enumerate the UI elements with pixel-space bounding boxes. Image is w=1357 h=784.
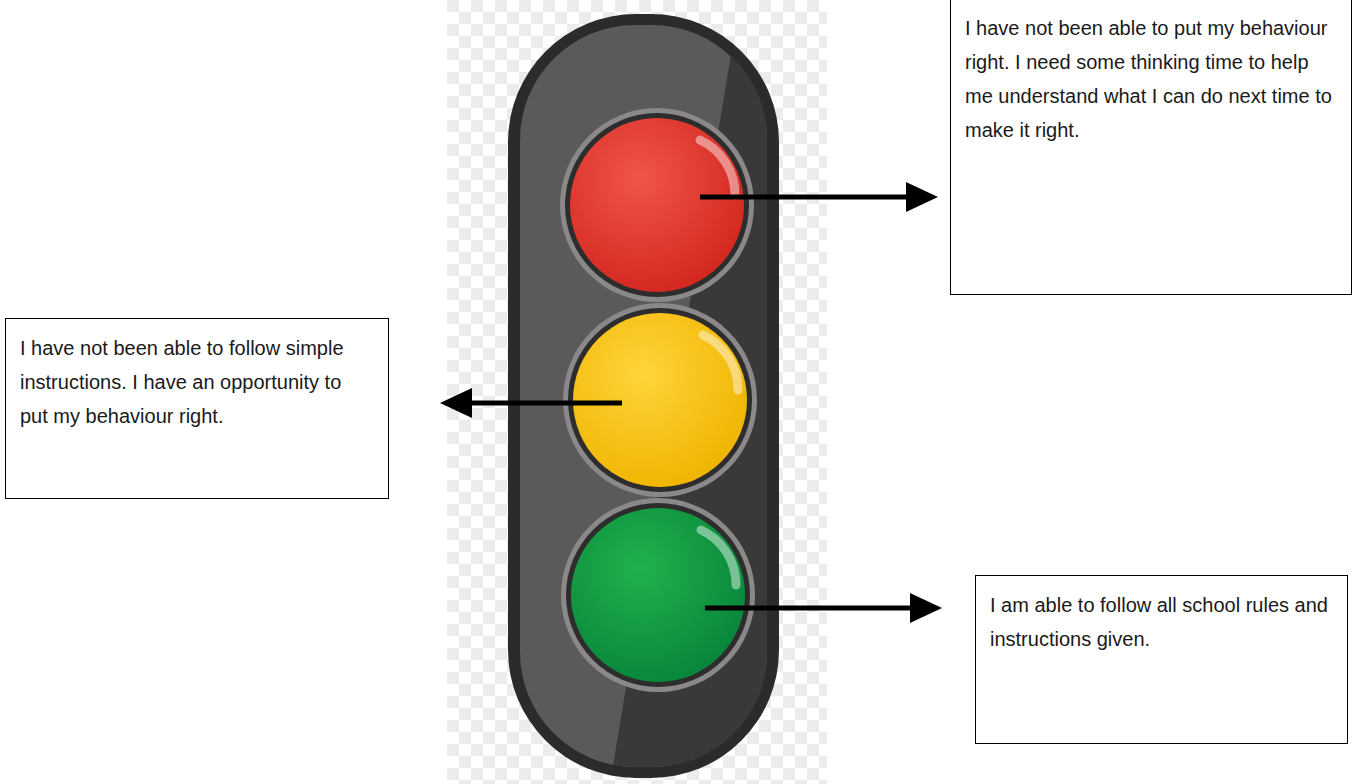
green-lamp — [561, 498, 755, 692]
leader-line — [705, 606, 912, 611]
red-lamp — [560, 108, 754, 302]
transparency-background — [447, 0, 827, 784]
leader-arrows — [440, 182, 942, 623]
amber-lamp — [563, 303, 757, 497]
text-box: I have not been able to put my behaviour… — [950, 0, 1352, 295]
arrow-head — [910, 593, 942, 623]
lamp-socket — [568, 308, 752, 492]
box-text: I am able to follow all school rules and… — [990, 588, 1333, 656]
text-box: I am able to follow all school rules and… — [975, 575, 1348, 744]
lamp-socket — [566, 503, 750, 687]
box-text: I have not been able to put my behaviour… — [965, 11, 1337, 147]
lamp-rim — [560, 108, 754, 302]
lamp-highlight — [700, 140, 735, 195]
arrow-head — [906, 182, 938, 212]
lamp-socket — [565, 113, 749, 297]
lamp-highlight — [703, 335, 738, 390]
arrow-head — [440, 388, 472, 418]
leader-line — [700, 195, 908, 200]
leader-line — [470, 401, 622, 406]
lamp-rim — [561, 498, 755, 692]
text-box: I have not been able to follow simple in… — [5, 318, 389, 499]
lamp-highlight — [701, 530, 736, 585]
box-text: I have not been able to follow simple in… — [20, 331, 374, 433]
green-light — [571, 508, 745, 682]
lamp-rim — [563, 303, 757, 497]
red-light — [570, 118, 744, 292]
amber-light — [573, 313, 747, 487]
